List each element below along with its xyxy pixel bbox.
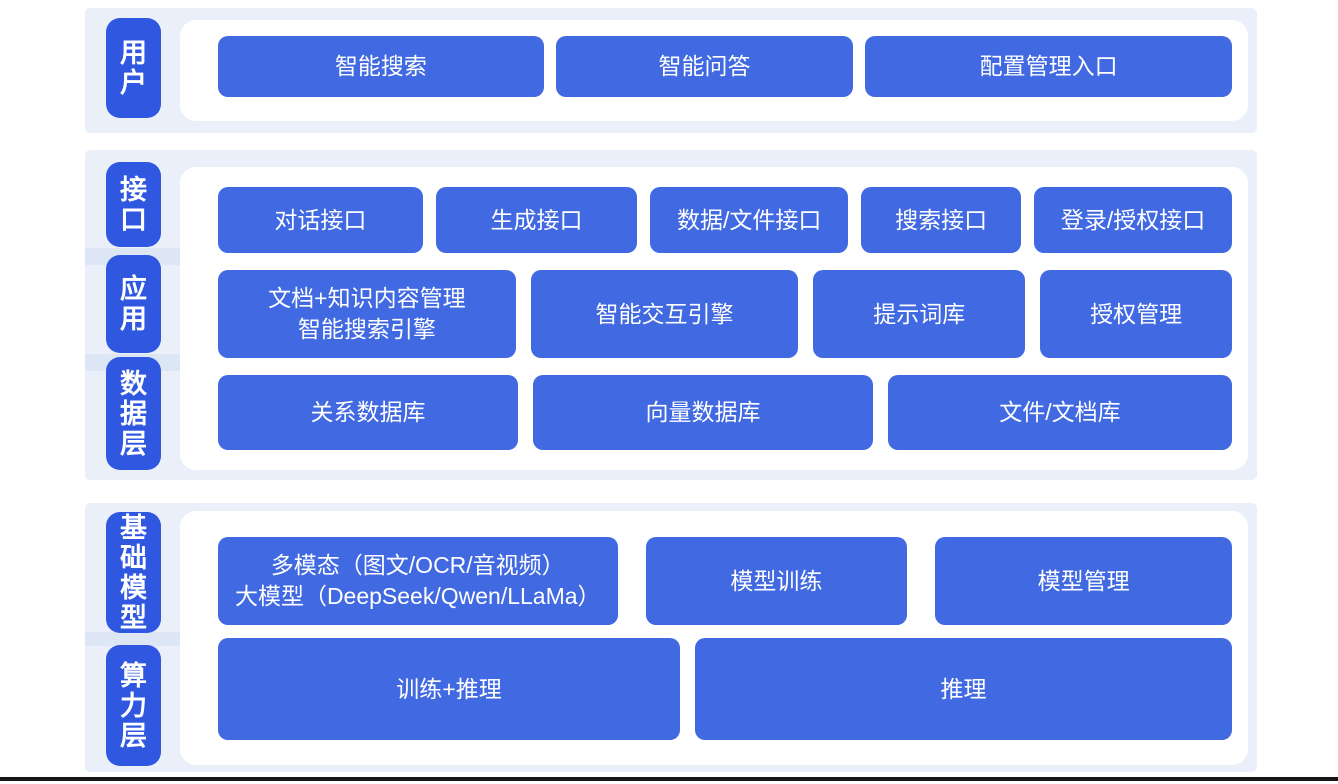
btn-model-training: 模型训练 [645,537,908,625]
btn-training-plus-inference: 训练+推理 [218,638,680,740]
btn-login-auth-api: 登录/授权接口 [1034,187,1232,253]
layer-label-foundation-model: 基础模型 [106,512,161,633]
user-layer-panel: 智能搜索 智能问答 配置管理入口 [180,20,1248,121]
btn-inference: 推理 [695,638,1232,740]
section-user-layer: 用户 智能搜索 智能问答 配置管理入口 [85,8,1257,133]
interface-application-data-panel: 对话接口 生成接口 数据/文件接口 搜索接口 登录/授权接口 文档+知识内容管理… [180,167,1248,470]
user-layer-row: 智能搜索 智能问答 配置管理入口 [218,36,1232,97]
btn-model-management: 模型管理 [935,537,1232,625]
btn-multimodal-llm: 多模态（图文/OCR/音视频） 大模型（DeepSeek/Qwen/LLaMa） [218,537,618,625]
section-interface-application-data: 接口 应用 数据层 对话接口 生成接口 数据/文件接口 搜索接口 登录/授权接口… [85,150,1257,480]
layer-label-interface: 接口 [106,162,161,247]
btn-prompt-library: 提示词库 [813,270,1026,358]
btn-smart-qa: 智能问答 [555,36,854,97]
bottom-rule [0,777,1338,781]
compute-layer-row: 训练+推理 推理 [218,638,1232,740]
btn-vector-database: 向量数据库 [533,375,873,450]
section-foundation-model-compute: 基础模型 算力层 多模态（图文/OCR/音视频） 大模型（DeepSeek/Qw… [85,503,1257,772]
interface-row: 对话接口 生成接口 数据/文件接口 搜索接口 登录/授权接口 [218,187,1232,253]
btn-generation-api: 生成接口 [435,187,638,253]
layer-label-compute-layer: 算力层 [106,645,161,766]
btn-data-file-api: 数据/文件接口 [650,187,849,253]
btn-search-api: 搜索接口 [861,187,1022,253]
data-layer-row: 关系数据库 向量数据库 文件/文档库 [218,375,1232,450]
layer-label-user: 用户 [106,18,161,118]
foundation-model-row: 多模态（图文/OCR/音视频） 大模型（DeepSeek/Qwen/LLaMa）… [218,537,1232,625]
btn-config-management-entry: 配置管理入口 [865,36,1232,97]
layer-label-data-layer: 数据层 [106,357,161,470]
btn-smart-search: 智能搜索 [218,36,544,97]
layer-seam [85,632,181,646]
foundation-model-compute-panel: 多模态（图文/OCR/音视频） 大模型（DeepSeek/Qwen/LLaMa）… [180,511,1248,765]
btn-relational-database: 关系数据库 [218,375,518,450]
btn-authorization-management: 授权管理 [1040,270,1232,358]
btn-smart-interaction-engine: 智能交互引擎 [530,270,799,358]
btn-dialog-api: 对话接口 [218,187,423,253]
application-row: 文档+知识内容管理 智能搜索引擎 智能交互引擎 提示词库 授权管理 [218,270,1232,358]
btn-doc-knowledge-search-engine: 文档+知识内容管理 智能搜索引擎 [218,270,516,358]
layer-label-application: 应用 [106,255,161,353]
btn-file-document-store: 文件/文档库 [888,375,1232,450]
